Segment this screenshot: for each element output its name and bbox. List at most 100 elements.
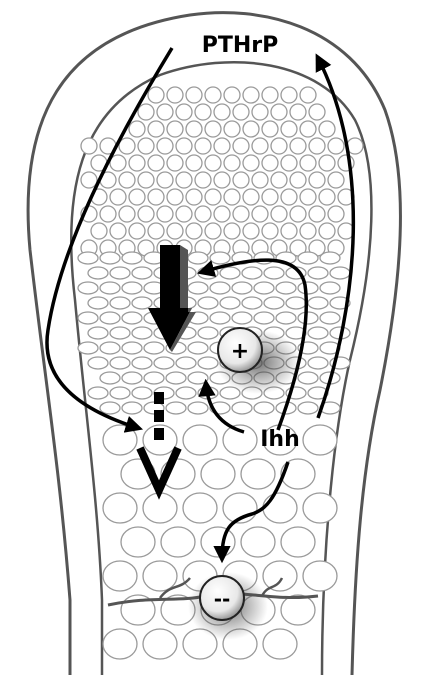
chondrocyte-cell (143, 561, 177, 591)
chondrocyte-cell (78, 342, 98, 354)
chondrocyte-cell (214, 138, 230, 154)
chondrocyte-cell (110, 189, 126, 205)
chondrocyte-cell (281, 527, 315, 557)
chondrocyte-cell (224, 223, 240, 239)
chondrocyte-cell (122, 282, 142, 294)
chondrocyte-cell (319, 121, 335, 137)
chondrocyte-cell (100, 252, 120, 264)
chondrocyte-cell (100, 206, 116, 222)
pthrp-label: PTHrP (202, 33, 279, 58)
chondrocyte-cell (309, 206, 325, 222)
chondrocyte-cell (233, 172, 249, 188)
chondrocyte-cell (157, 138, 173, 154)
chondrocyte-cell (119, 206, 135, 222)
chondrocyte-cell (132, 267, 152, 279)
chondrocyte-cell (103, 493, 137, 523)
chondrocyte-cell (298, 252, 318, 264)
chondrocyte-cell (210, 282, 230, 294)
chondrocyte-cell (183, 425, 217, 455)
chondrocyte-cell (110, 327, 130, 339)
chondrocyte-cell (122, 312, 142, 324)
chondrocyte-cell (138, 172, 154, 188)
chondrocyte-cell (148, 223, 164, 239)
chondrocyte-cell (232, 282, 252, 294)
chondrocyte-cell (122, 372, 142, 384)
chondrocyte-cell (224, 155, 240, 171)
chondrocyte-cell (220, 267, 240, 279)
negative-regulation-badge: -- (188, 572, 268, 640)
chondrocyte-cell (157, 206, 173, 222)
chondrocyte-cell (319, 189, 335, 205)
chondrocyte-cell (198, 357, 218, 369)
chondrocyte-cell (300, 87, 316, 103)
chondrocyte-cell (254, 402, 274, 414)
chondrocyte-cell (328, 206, 344, 222)
chondrocyte-cell (143, 493, 177, 523)
chondrocyte-cell (308, 297, 328, 309)
chondrocyte-cell (254, 282, 274, 294)
chondrocyte-cell (262, 189, 278, 205)
chondrocyte-cell (281, 121, 297, 137)
chondrocyte-cell (103, 425, 137, 455)
chondrocyte-cell (205, 223, 221, 239)
chondrocyte-cell (88, 387, 108, 399)
chondrocyte-cell (176, 138, 192, 154)
chondrocyte-cell (121, 527, 155, 557)
chondrocyte-cell (210, 252, 230, 264)
chondrocyte-cell (143, 629, 177, 659)
chondrocyte-cell (119, 172, 135, 188)
chondrocyte-cell (129, 155, 145, 171)
chondrocyte-cell (148, 87, 164, 103)
chondrocyte-cell (167, 121, 183, 137)
chondrocyte-cell (290, 104, 306, 120)
chondrocyte-cell (276, 312, 296, 324)
chondrocyte-cell (281, 595, 315, 625)
chondrocyte-cell (166, 372, 186, 384)
chondrocyte-cell (201, 527, 235, 557)
chondrocyte-cell (281, 87, 297, 103)
chondrocyte-cell (224, 121, 240, 137)
chondrocyte-cell (320, 252, 340, 264)
chondrocyte-cell (243, 87, 259, 103)
chondrocyte-cell (241, 527, 275, 557)
chondrocyte-cell (188, 402, 208, 414)
minus-sign: -- (214, 587, 231, 611)
chondrocyte-cell (103, 629, 137, 659)
chondrocyte-cell (100, 342, 120, 354)
chondrocyte-cell (78, 252, 98, 264)
chondrocyte-cell (205, 189, 221, 205)
chondrocyte-cell (281, 155, 297, 171)
chondrocyte-cell (201, 459, 235, 489)
chondrocyte-cell (214, 104, 230, 120)
chondrocyte-cell (186, 87, 202, 103)
chondrocyte-cell (262, 121, 278, 137)
chondrocyte-cell (144, 372, 164, 384)
chondrocyte-cell (290, 206, 306, 222)
chondrocyte-cell (81, 172, 97, 188)
chondrocyte-cell (300, 223, 316, 239)
chondrocyte-cell (328, 138, 344, 154)
chondrocyte-cell (233, 104, 249, 120)
chondrocyte-cell (122, 252, 142, 264)
chondrocyte-cell (281, 189, 297, 205)
chondrocyte-cell (243, 223, 259, 239)
chondrocyte-cell (176, 357, 196, 369)
chondrocyte-cell (205, 87, 221, 103)
chondrocyte-cell (224, 87, 240, 103)
chondrocyte-cell (110, 297, 130, 309)
chondrocyte-cell (271, 104, 287, 120)
chondrocyte-cell (138, 138, 154, 154)
chondrocyte-cell (195, 206, 211, 222)
chondrocyte-cell (186, 189, 202, 205)
chondrocyte-cell (176, 387, 196, 399)
chondrocyte-cell (308, 357, 328, 369)
chondrocyte-cell (129, 189, 145, 205)
chondrocyte-cell (271, 172, 287, 188)
chondrocyte-cell (320, 282, 340, 294)
chondrocyte-cell (298, 372, 318, 384)
chondrocyte-cell (157, 104, 173, 120)
chondrocyte-cell (264, 297, 284, 309)
chondrocyte-cell (233, 138, 249, 154)
chondrocyte-cell (195, 104, 211, 120)
